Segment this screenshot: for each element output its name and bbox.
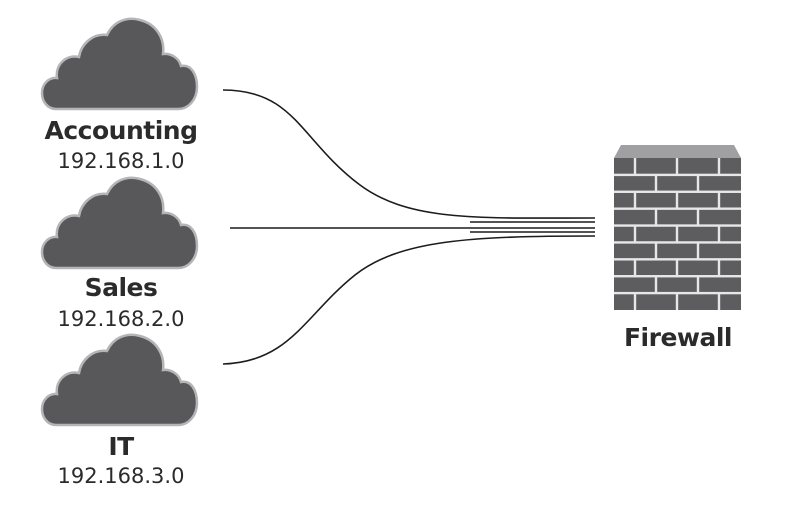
cloud-icon [40,176,199,270]
cloud-icon [40,333,199,427]
network-name: Sales [85,273,158,302]
network-name: Accounting [45,116,198,145]
network-address: 192.168.2.0 [58,307,185,331]
cloud-icon [40,17,199,111]
link-it-firewall [222,235,596,365]
firewall: Firewall [614,145,741,352]
network-it: IT 192.168.3.0 [40,333,199,488]
network-address: 192.168.1.0 [58,149,185,173]
network-address: 192.168.3.0 [58,464,185,488]
link-accounting-firewall [222,89,596,219]
connections [222,89,596,365]
network-sales: Sales 192.168.2.0 [40,176,199,331]
brick-wall-icon [614,145,741,310]
firewall-label: Firewall [624,323,732,352]
network-accounting: Accounting 192.168.1.0 [40,17,199,173]
network-name: IT [108,432,134,461]
